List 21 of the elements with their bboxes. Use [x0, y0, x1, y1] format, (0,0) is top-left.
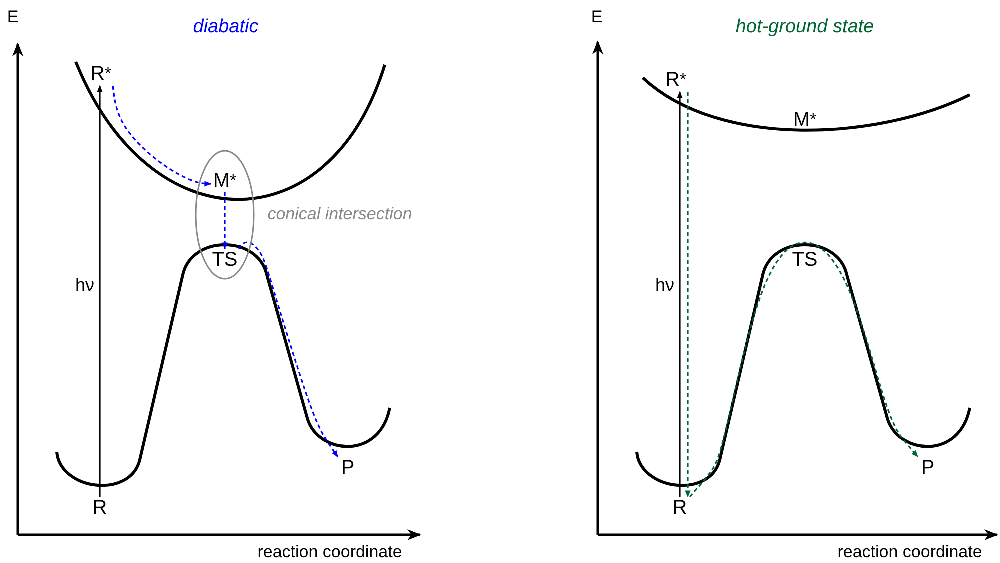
- state-label: R: [670, 497, 690, 519]
- arrow: [689, 242, 919, 498]
- axis-title: reaction coordinate: [838, 544, 982, 562]
- state-label: TS: [790, 249, 820, 271]
- conical-intersection-ellipse: [195, 150, 255, 280]
- arrow: [685, 92, 691, 498]
- arrow: [677, 91, 683, 497]
- panel-title: hot-ground state: [736, 18, 874, 38]
- arrow: [112, 86, 212, 187]
- arrow: [238, 242, 339, 458]
- axis-label: E: [7, 8, 19, 28]
- annotation: conical intersection: [268, 206, 412, 224]
- state-label: R: [90, 497, 110, 519]
- panel-title: diabatic: [193, 18, 259, 38]
- arrow: [97, 85, 103, 497]
- state-label: TS: [211, 249, 239, 271]
- state-label: P: [338, 457, 358, 479]
- axis-title: reaction coordinate: [258, 544, 402, 562]
- axis-label: E: [591, 8, 603, 28]
- state-label: P: [918, 457, 938, 479]
- arrow: [222, 192, 228, 250]
